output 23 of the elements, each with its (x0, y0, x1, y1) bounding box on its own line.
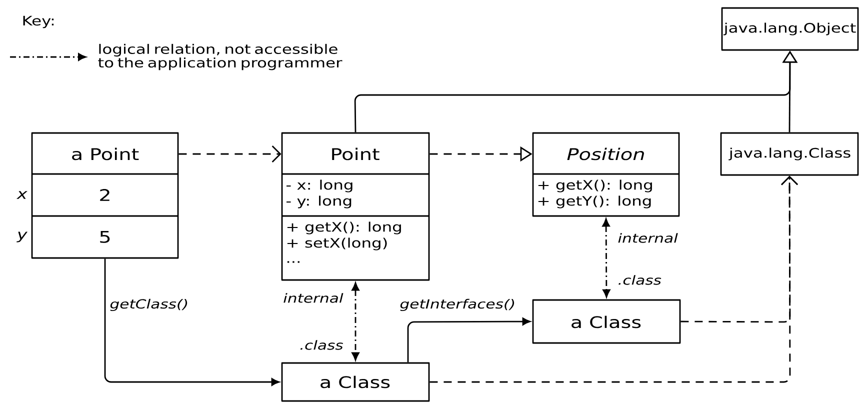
arrow (602, 218, 610, 298)
edge-label: internal (282, 292, 344, 304)
row-label: y (16, 232, 28, 242)
object-box: a Class (281, 362, 430, 402)
class-box: java.lang.Class (720, 132, 859, 176)
row-label: x (16, 191, 28, 199)
interface-box: Position + getX(): long + getY(): long (532, 132, 680, 217)
arrow (352, 282, 360, 361)
object-box: a Class (532, 299, 681, 344)
end-label: .class (298, 339, 344, 351)
edge-label: getClass() (108, 298, 190, 312)
end-label: .class (616, 274, 662, 286)
arrow (104, 258, 280, 386)
arrow (178, 146, 282, 162)
class-box: java.lang.Object (721, 7, 859, 51)
object-box: a Point 2 5 (31, 132, 179, 259)
edge-label: getInterfaces() (398, 298, 517, 312)
legend-text: logical relation, not accessible to the application programmer (98, 44, 342, 70)
edge-label: internal (616, 232, 679, 244)
arrow (407, 318, 531, 362)
class-box: Point - x: long - y: long + getX(): long + setX(long) ... (281, 132, 430, 281)
arrow (430, 176, 798, 383)
key-heading: Key: (20, 14, 56, 30)
